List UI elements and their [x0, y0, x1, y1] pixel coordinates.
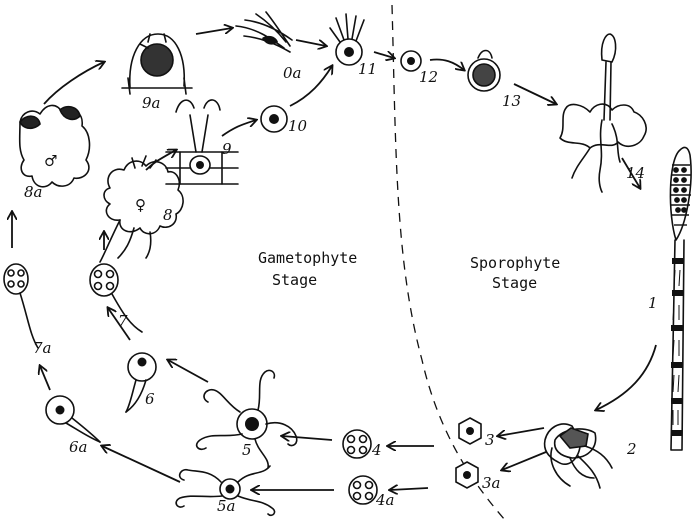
- germinating-spore-6a-figure: [46, 396, 100, 442]
- stage-label-5: 5: [242, 441, 252, 459]
- stage-label-3a: 3a: [482, 474, 501, 492]
- stage-label-3: 3: [485, 431, 495, 449]
- stage-label-7: 7: [118, 312, 128, 330]
- embryo-13-figure: [468, 51, 500, 92]
- arrow-2-3a: [502, 452, 546, 470]
- arrow-8-9: [146, 150, 176, 170]
- male-symbol: ♂: [44, 152, 57, 170]
- spore-3-figure: [459, 418, 481, 444]
- arrow-0a-11: [296, 40, 326, 46]
- stage-label-9a: 9a: [142, 94, 161, 112]
- young-prothallium-7-figure: [90, 264, 142, 332]
- sporophyte-stage-label: Sporophyte: [470, 254, 560, 272]
- stage-label-0a: 0a: [283, 64, 302, 82]
- arrow-2-3: [498, 428, 544, 436]
- fertilization-11-figure: [330, 14, 364, 65]
- arrow-4-5: [282, 436, 332, 440]
- arrow-11-12: [374, 52, 394, 58]
- sporophyte-stage-label-2: Stage: [492, 274, 537, 292]
- stage-label-1: 1: [648, 294, 658, 312]
- arrow-6a-7a: [40, 366, 50, 390]
- stage-label-12: 12: [419, 68, 438, 86]
- stage-label-2: 2: [626, 440, 637, 458]
- male-prothallium-8a-figure: [20, 105, 90, 186]
- gametophyte-stage-label-2: Stage: [272, 271, 317, 289]
- stage-label-4a: 4a: [375, 491, 395, 509]
- stage-label-11: 11: [358, 60, 377, 78]
- embryo-12-figure: [401, 51, 421, 71]
- arrow-9-10: [222, 120, 256, 136]
- stage-label-9: 9: [222, 140, 232, 158]
- stage-label-8: 8: [163, 206, 173, 224]
- horsetail-stem-figure: [670, 147, 691, 450]
- arrow-3a-4a: [390, 488, 428, 490]
- stage-label-6: 6: [145, 390, 155, 408]
- arrow-5-6: [168, 360, 208, 382]
- arrow-1-2: [596, 345, 656, 410]
- stage-label-6a: 6a: [69, 438, 88, 456]
- female-symbol: ♀: [135, 196, 146, 214]
- stage-label-4: 4: [371, 441, 382, 459]
- stage-label-13: 13: [502, 92, 521, 110]
- stage-label-7a: 7a: [33, 339, 52, 357]
- four-cell-4a-figure: [349, 476, 377, 504]
- gametophyte-stage-label: Gametophyte: [258, 249, 357, 267]
- arrow-5a-6a: [102, 446, 180, 482]
- open-strobilus-figure: [545, 424, 612, 488]
- young-prothallium-7a-figure: [4, 264, 38, 348]
- antheridium-9a-figure: [122, 34, 192, 94]
- four-cell-4-figure: [343, 430, 371, 458]
- spore-3a-figure: [456, 462, 478, 488]
- arrow-9a-0a: [196, 28, 232, 34]
- arrow-8a-9a: [44, 62, 104, 104]
- stage-label-5a: 5a: [217, 497, 236, 515]
- zygote-10-figure: [261, 106, 287, 132]
- stage-label-10: 10: [288, 117, 308, 135]
- sperm-0a-figure: [236, 12, 292, 52]
- stage-label-8a: 8a: [24, 183, 43, 201]
